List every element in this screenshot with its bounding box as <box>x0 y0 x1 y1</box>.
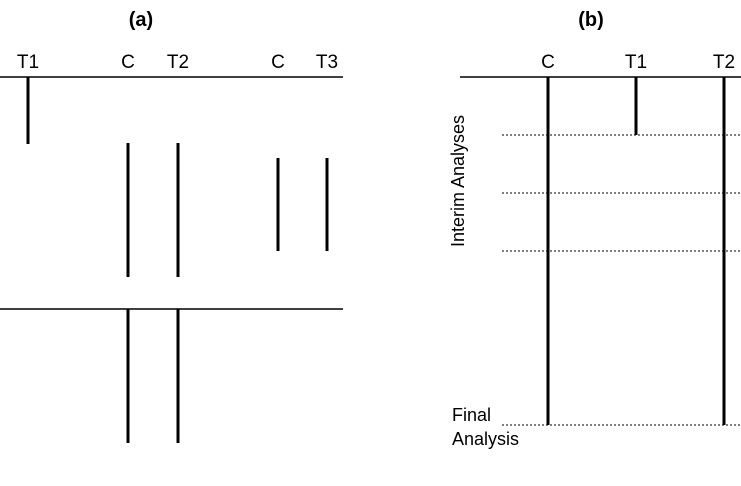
final-analysis-label-line2: Analysis <box>452 429 519 449</box>
panel-b-column-t2: T2 <box>713 52 735 73</box>
panel-a-column-t1: T1 <box>17 52 39 73</box>
interim-analyses-label: Interim Analyses <box>448 115 468 247</box>
final-analysis-label-line1: Final <box>452 405 491 425</box>
panel-a-column-t3: T3 <box>316 52 338 73</box>
panel-b-column-c: C <box>541 52 555 73</box>
panel-a-column-c2: C <box>271 52 285 73</box>
panel-b-column-t1: T1 <box>625 52 647 73</box>
panel-a: (a) T1 C T2 C T3 <box>0 9 343 443</box>
panel-a-column-t2: T2 <box>167 52 189 73</box>
panel-b-label: (b) <box>578 9 604 31</box>
panel-a-label: (a) <box>129 9 153 31</box>
panel-b: (b) C T1 T2 Interim Analyses Final Analy… <box>448 9 741 449</box>
panel-a-column-c1: C <box>121 52 135 73</box>
